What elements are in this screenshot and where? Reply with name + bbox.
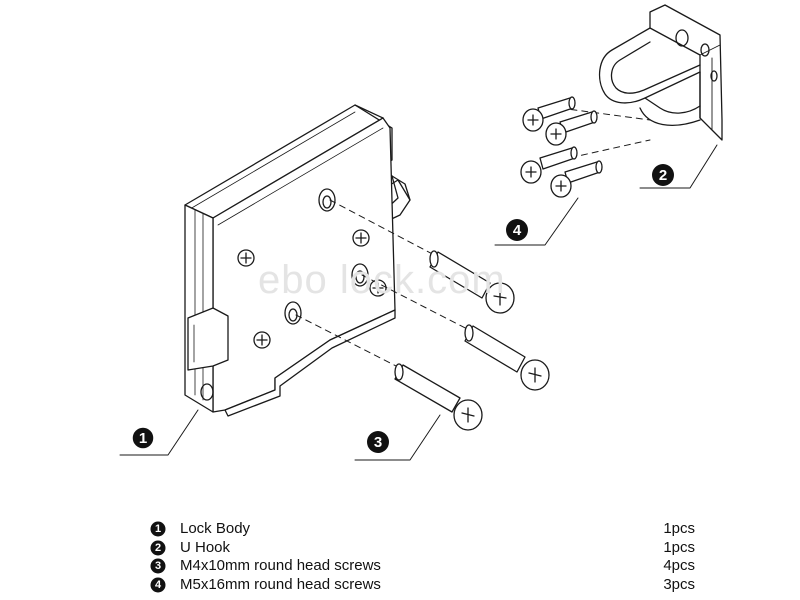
callout-4: 4 (505, 218, 529, 242)
part-name: U Hook (180, 538, 231, 556)
part-quantity: 1pcs (663, 520, 695, 537)
list-item: 1 Lock Body 1pcs (150, 520, 695, 539)
callout-1: 1 (131, 426, 155, 450)
part-name: M4x10mm round head screws (180, 557, 381, 574)
part-number-badge: 4 (150, 577, 166, 593)
part-number-badge: 1 (150, 521, 166, 537)
parts-list: 1 Lock Body 1pcs 2 U Hook 1pcs 3 M4x10mm… (150, 520, 695, 594)
part-number-badge: 2 (150, 540, 166, 556)
list-item: 4 M5x16mm round head screws 3pcs (150, 576, 695, 595)
callout-2: 2 (651, 163, 675, 187)
part-name: M5x16mm round head screws (180, 575, 381, 593)
screw-illustration (394, 250, 550, 431)
callout-3: 3 (366, 430, 390, 454)
u-hook-illustration (598, 4, 723, 141)
part-quantity: 4pcs (663, 557, 695, 574)
part-number-badge: 3 (150, 558, 166, 574)
watermark: ebo lock.com (258, 258, 506, 302)
part-name: Lock Body (180, 520, 251, 537)
list-item: 2 U Hook 1pcs (150, 539, 695, 558)
part-quantity: 3pcs (663, 575, 695, 593)
screw-illustration (520, 96, 603, 198)
list-item: 3 M4x10mm round head screws 4pcs (150, 557, 695, 576)
lock-body-illustration (184, 104, 411, 417)
part-quantity: 1pcs (663, 538, 695, 556)
